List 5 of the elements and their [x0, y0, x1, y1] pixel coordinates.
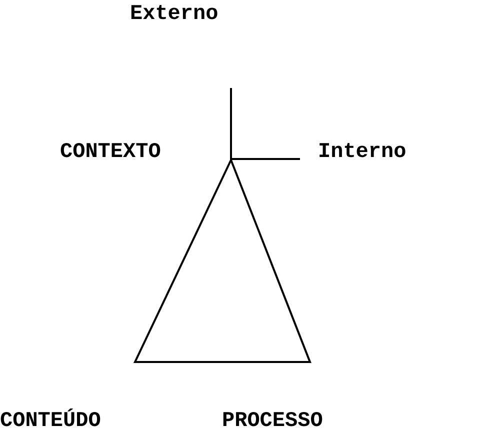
corner-label: CONTEÚDO — [0, 410, 101, 434]
corner-label: PROCESSO — [222, 410, 323, 434]
axis-label: Interno — [318, 141, 406, 165]
axis-label: Externo — [130, 3, 218, 27]
corner-label: CONTEXTO — [60, 141, 161, 165]
